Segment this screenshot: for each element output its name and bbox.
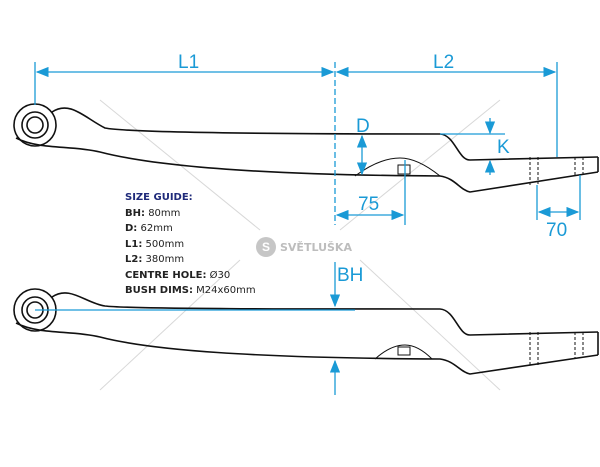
size-guide-row: BUSH DIMS: M24x60mm [125, 283, 256, 299]
center-offset-label: 75 [358, 194, 379, 215]
dimension-lines [34, 62, 581, 395]
row-label: BUSH DIMS: [125, 285, 193, 296]
row-value: 380mm [145, 254, 185, 265]
row-value: Ø30 [209, 269, 231, 281]
l2-label: L2 [433, 52, 454, 73]
watermark-logo: S SVĚTLUŠKA [256, 237, 352, 257]
d-label: D [356, 116, 370, 137]
l1-label: L1 [178, 52, 199, 73]
bh-label: BH [337, 265, 363, 286]
end-width-label: 70 [546, 220, 567, 241]
k-label: K [497, 137, 510, 158]
size-guide-title: SIZE GUIDE: [125, 192, 193, 203]
row-value: 500mm [145, 238, 185, 250]
row-value: 62mm [140, 223, 173, 234]
row-label: D: [125, 223, 138, 234]
row-label: BH: [125, 207, 145, 219]
size-guide-row: CENTRE HOLE: Ø30 [125, 268, 256, 284]
top-spring [13, 103, 599, 193]
size-guide-row: L2: 380mm [125, 252, 256, 268]
row-value: M24x60mm [196, 285, 256, 296]
logo-brand: SVĚTLUŠKA [280, 240, 352, 254]
size-guide-row: D: 62mm [125, 221, 256, 237]
size-guide-row: L1: 500mm [125, 237, 256, 253]
row-value: 80mm [148, 207, 181, 219]
row-label: L1: [125, 238, 143, 250]
logo-icon: S [256, 237, 276, 257]
bottom-spring [13, 288, 599, 375]
row-label: CENTRE HOLE: [125, 269, 207, 281]
size-guide-row: BH: 80mm [125, 206, 256, 222]
row-label: L2: [125, 254, 143, 265]
size-guide: SIZE GUIDE: BH: 80mm D: 62mm L1: 500mm L… [125, 190, 256, 299]
